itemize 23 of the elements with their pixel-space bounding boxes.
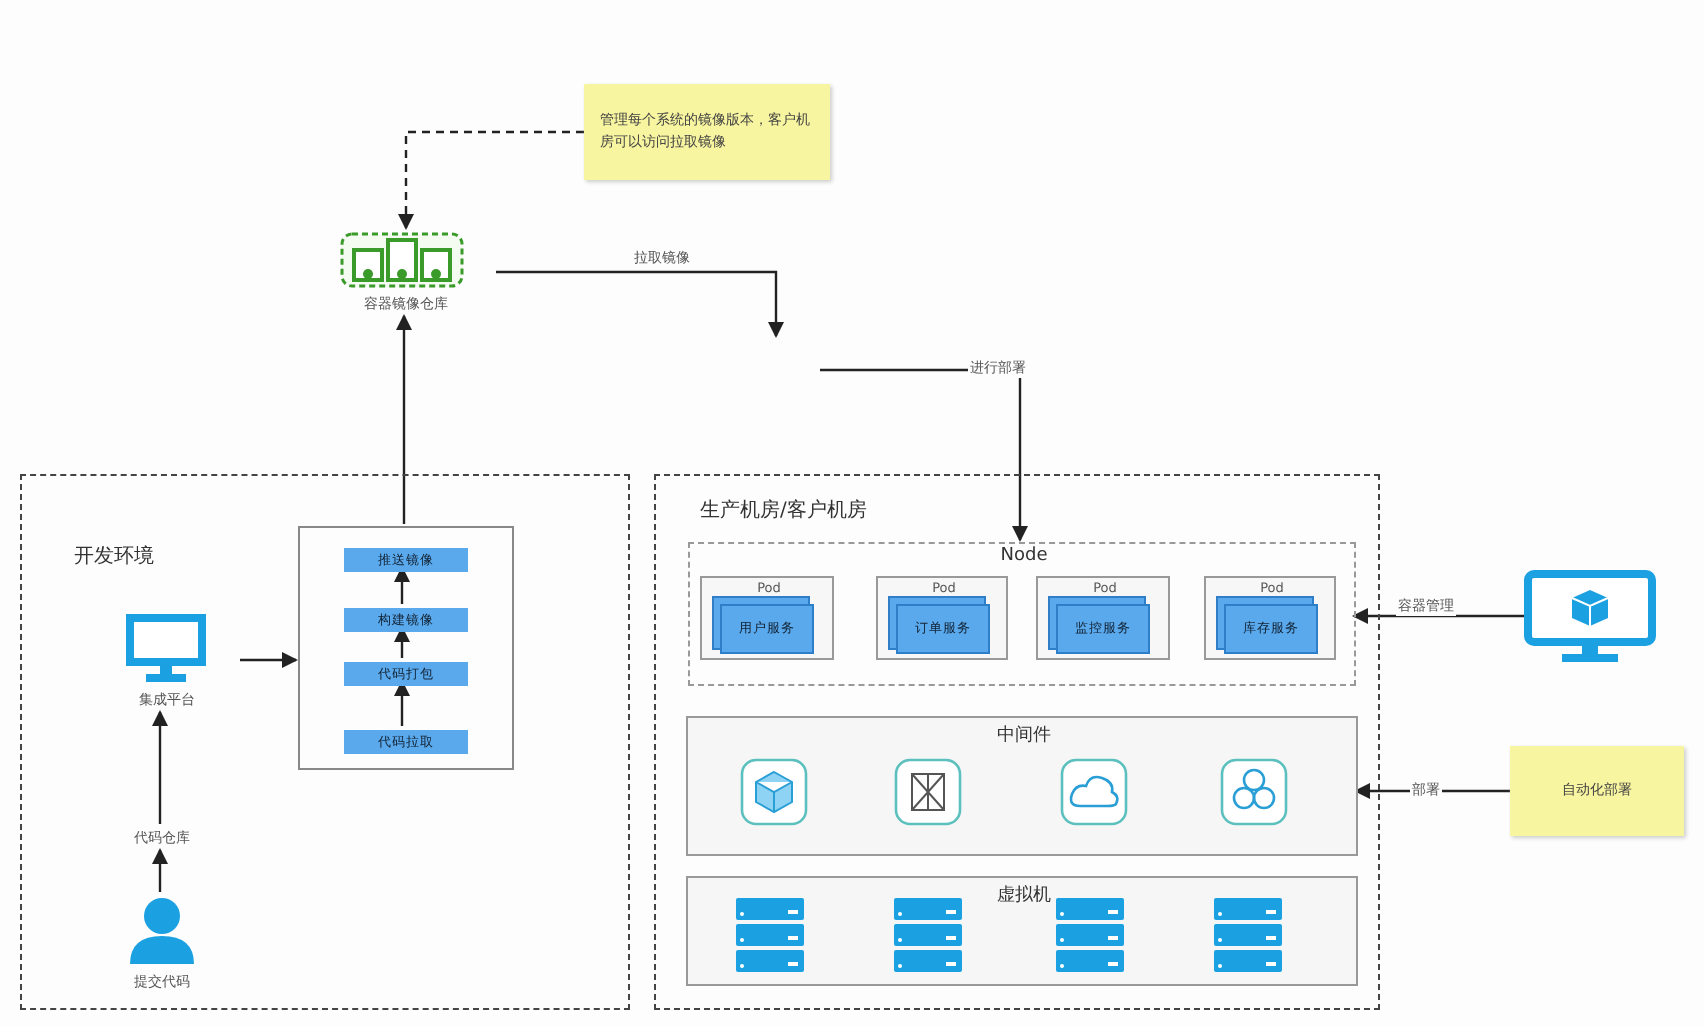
region-title: Node <box>998 546 1050 566</box>
panel-title: 中间件 <box>995 723 1053 748</box>
region-title: 生产机房/客户机房 <box>700 497 867 524</box>
pod-box <box>1036 576 1170 660</box>
arrow <box>396 314 412 524</box>
monitor-icon <box>1524 570 1656 662</box>
dashed-region <box>654 474 1380 1010</box>
pipeline-box <box>298 526 514 770</box>
pod-box <box>700 576 834 660</box>
layer-panel <box>686 876 1358 986</box>
arrow <box>152 710 168 824</box>
arrow <box>1352 608 1524 624</box>
arrow <box>496 270 784 338</box>
arrow <box>398 130 584 230</box>
region-title: 开发环境 <box>74 543 154 570</box>
dashed-region <box>20 474 630 1010</box>
pod-box <box>876 576 1008 660</box>
arrow <box>240 652 298 668</box>
panel-title: 虚拟机 <box>995 883 1053 908</box>
layer-panel <box>686 716 1358 856</box>
pod-box <box>1204 576 1336 660</box>
arrow <box>152 848 168 892</box>
dashed-region <box>688 542 1356 686</box>
